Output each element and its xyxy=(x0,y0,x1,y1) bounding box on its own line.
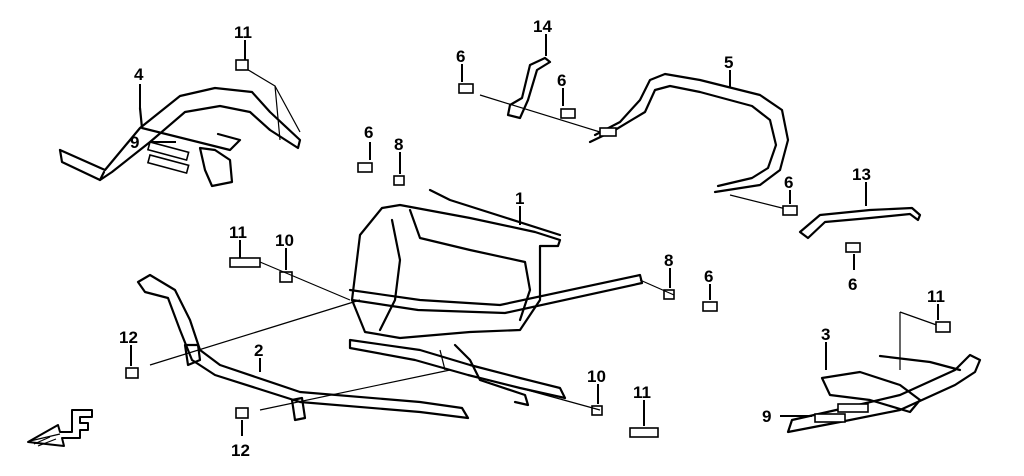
part-1-main-frame xyxy=(348,188,644,407)
callout-10-b: 10 xyxy=(587,367,606,386)
callout-9-a: 9 xyxy=(130,133,139,152)
part-5-loop-frame xyxy=(479,72,790,194)
callout-3: 3 xyxy=(821,325,830,344)
leader-lines xyxy=(130,34,939,436)
callout-11-b: 11 xyxy=(229,223,247,242)
part-2-lower-bar xyxy=(136,273,470,422)
callout-6-a: 6 xyxy=(364,123,373,142)
callout-5: 5 xyxy=(724,53,733,72)
callout-11-c: 11 xyxy=(633,383,651,402)
part-14-stay xyxy=(458,56,576,120)
front-direction-arrow-icon: F xyxy=(27,409,93,447)
callout-14: 14 xyxy=(533,17,552,36)
callout-11-d: 11 xyxy=(927,287,945,306)
callout-8-a: 8 xyxy=(394,135,403,154)
loose-hardware xyxy=(125,162,951,438)
callout-6-c: 6 xyxy=(557,71,566,90)
part-4-bracket xyxy=(58,59,302,188)
callout-6-e: 6 xyxy=(848,275,857,294)
part-13-stay xyxy=(729,194,922,253)
callout-6-d: 6 xyxy=(784,173,793,192)
callout-8-b: 8 xyxy=(664,251,673,270)
callout-6-f: 6 xyxy=(704,267,713,286)
callout-9-b: 9 xyxy=(762,407,771,426)
callout-2: 2 xyxy=(254,341,263,360)
callout-10-a: 10 xyxy=(275,231,294,250)
callout-11-a: 11 xyxy=(234,23,252,42)
callout-13: 13 xyxy=(852,165,871,184)
callout-12-a: 12 xyxy=(119,328,138,347)
callout-6-b: 6 xyxy=(456,47,465,66)
part-3-carrier xyxy=(786,311,982,434)
callout-12-b: 12 xyxy=(231,441,250,460)
callout-labels: 1 2 3 4 5 6 6 6 6 6 6 8 8 9 9 10 10 11 1… xyxy=(119,17,945,460)
callout-4: 4 xyxy=(134,65,144,84)
callout-1: 1 xyxy=(515,189,524,208)
